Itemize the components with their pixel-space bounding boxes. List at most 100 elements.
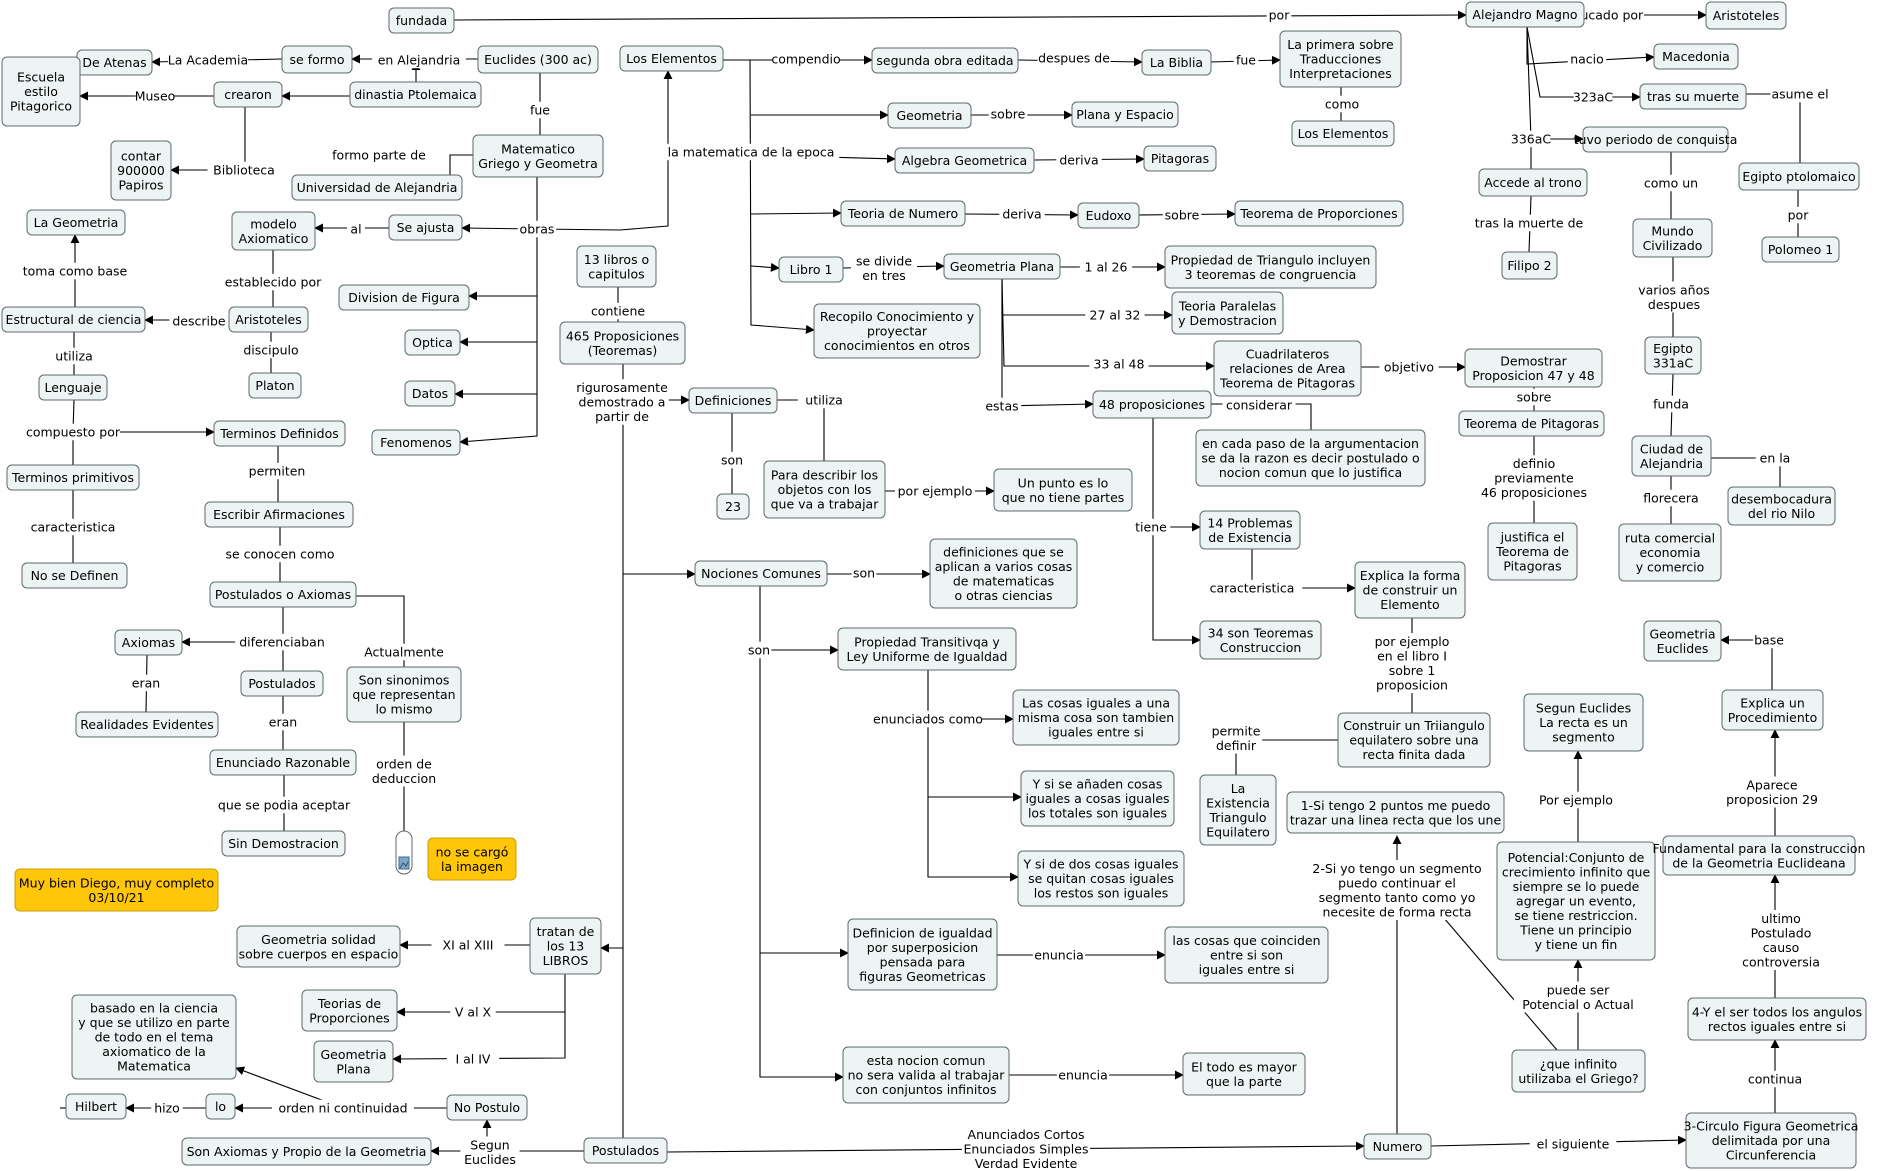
concept-prop48[interactable]: 48 proposiciones xyxy=(1092,390,1212,419)
concept-escribir-af[interactable]: Escribir Afirmaciones xyxy=(204,501,354,528)
concept-axiomas[interactable]: Axiomas xyxy=(114,629,183,656)
concept-lo[interactable]: lo xyxy=(205,1093,236,1120)
concept-fundada[interactable]: fundada xyxy=(388,7,455,34)
concept-hilbert[interactable]: Hilbert xyxy=(65,1093,127,1120)
concept-no-postulo[interactable]: No Postulo xyxy=(446,1094,528,1121)
concept-estructural[interactable]: Estructural de ciencia xyxy=(1,306,146,333)
concept-realidades[interactable]: Realidades Evidentes xyxy=(75,711,219,738)
concept-definiciones[interactable]: Definiciones xyxy=(688,387,778,414)
concept-algebra[interactable]: Algebra Geometrica xyxy=(894,147,1035,174)
concept-platon[interactable]: Platon xyxy=(248,372,302,399)
concept-optica[interactable]: Optica xyxy=(404,329,461,356)
concept-n23[interactable]: 23 xyxy=(716,493,750,520)
concept-biblia[interactable]: La Biblia xyxy=(1141,49,1212,76)
concept-teoria-num[interactable]: Teoria de Numero xyxy=(840,200,966,227)
concept-polomeo[interactable]: Polomeo 1 xyxy=(1761,236,1840,263)
concept-postulados-ax[interactable]: Postulados o Axiomas xyxy=(209,581,357,608)
concept-fenomenos[interactable]: Fenomenos xyxy=(371,429,461,456)
concept-aristoteles2[interactable]: Aristoteles xyxy=(228,306,309,333)
concept-trono[interactable]: Accede al trono xyxy=(1478,168,1588,197)
concept-euclides[interactable]: Euclides (300 ac) xyxy=(477,45,599,74)
concept-aristoteles-top[interactable]: Aristoteles xyxy=(1705,1,1787,30)
concept-libro1[interactable]: Libro 1 xyxy=(778,256,844,283)
concept-eudoxo[interactable]: Eudoxo xyxy=(1077,202,1140,229)
concept-postulados-small[interactable]: Postulados xyxy=(240,670,324,697)
concept-son-axiomas[interactable]: Son Axiomas y Propio de la Geometria xyxy=(181,1137,432,1166)
concept-geometria[interactable]: Geometria xyxy=(887,102,972,129)
concept-enunciado-raz[interactable]: Enunciado Razonable xyxy=(209,749,357,776)
concept-tras-muerte[interactable]: tras su muerte xyxy=(1639,83,1747,110)
concept-se-formo[interactable]: se formo xyxy=(281,45,353,74)
concept-dinastia[interactable]: dinastia Ptolemaica xyxy=(349,81,482,108)
concept-crearon[interactable]: crearon xyxy=(213,81,283,108)
concept-teorema-pit[interactable]: Teorema de Pitagoras xyxy=(1458,410,1605,437)
concept-lenguaje[interactable]: Lenguaje xyxy=(38,374,108,401)
concept-geo-plana[interactable]: Geometria Plana xyxy=(943,253,1061,280)
concept-conquista[interactable]: tuvo periodo de conquista xyxy=(1574,126,1738,153)
concept-atenas[interactable]: De Atenas xyxy=(76,49,153,76)
concept-macedonia[interactable]: Macedonia xyxy=(1653,43,1739,70)
concept-terminos-def[interactable]: Terminos Definidos xyxy=(213,420,346,447)
concept-datos[interactable]: Datos xyxy=(404,380,456,407)
concept-postulados[interactable]: Postulados xyxy=(583,1137,668,1164)
concept-terminos-prim[interactable]: Terminos primitivos xyxy=(6,464,140,491)
concept-universidad[interactable]: Universidad de Alejandria xyxy=(291,174,463,201)
concept-no-definen[interactable]: No se Definen xyxy=(21,562,128,589)
concept-plana-espacio[interactable]: Plana y Espacio xyxy=(1071,101,1179,128)
concept-pitagoras[interactable]: Pitagoras xyxy=(1143,145,1217,172)
concept-egipto-ptol[interactable]: Egipto ptolomaico xyxy=(1738,162,1860,191)
concept-numero[interactable]: Numero xyxy=(1363,1133,1432,1160)
concept-teorema-prop[interactable]: Teorema de Proporciones xyxy=(1234,200,1404,227)
concept-se-ajusta[interactable]: Se ajusta xyxy=(388,214,463,241)
concept-segunda-obra[interactable]: segunda obra editada xyxy=(871,47,1019,74)
concept-nociones[interactable]: Nociones Comunes xyxy=(694,560,828,587)
concept-prop465[interactable]: 465 Proposiciones(Teoremas) xyxy=(559,321,686,365)
concept-filipo[interactable]: Filipo 2 xyxy=(1501,251,1558,280)
concept-la-geometria[interactable]: La Geometria xyxy=(26,209,126,236)
